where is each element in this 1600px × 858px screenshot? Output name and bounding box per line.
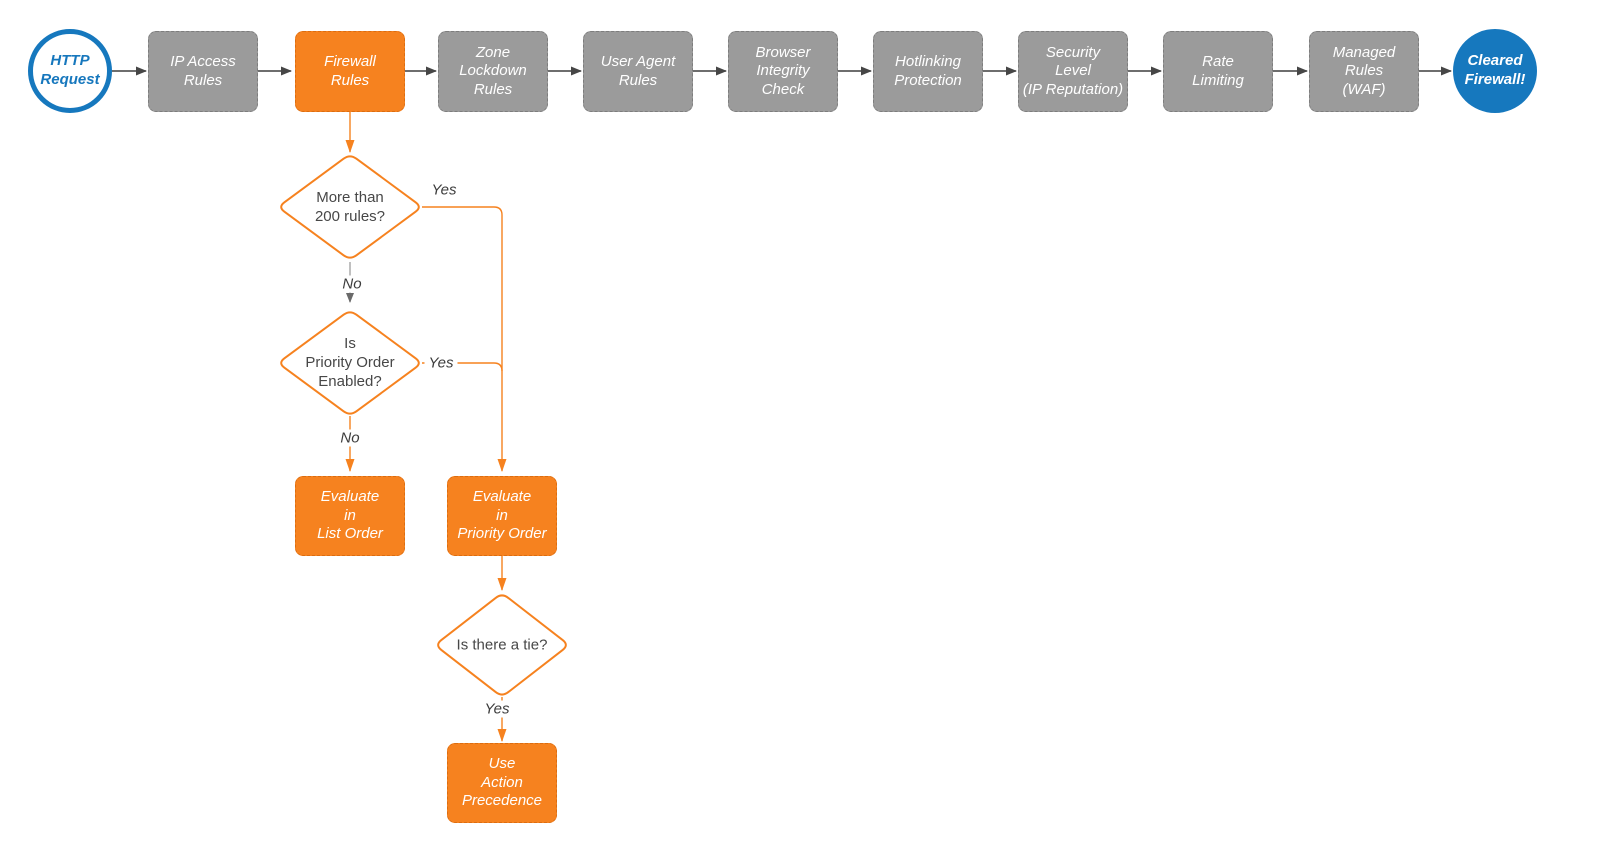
decision-more-than-200-rules-shape (280, 155, 420, 259)
stage-label: Browser Integrity Check (755, 44, 811, 98)
process-label: Evaluate in Priority Order (457, 487, 547, 543)
edge-label-decision2-no: No (336, 429, 364, 447)
process-evaluate-in-priority-order: Evaluate in Priority Order (447, 476, 557, 556)
edge-label-decision1-yes: Yes (431, 181, 457, 199)
edge-label-decision3-yes: Yes (480, 700, 514, 718)
decision-is-there-a-tie-question: Is there a tie? (456, 636, 548, 654)
arrow-decision2-yes-merge (422, 362, 503, 372)
process-use-action-precedence: Use Action Precedence (447, 743, 557, 823)
stage-zone-lockdown-rules: Zone Lockdown Rules (438, 31, 548, 112)
stage-hotlinking-protection: Hotlinking Protection (873, 31, 983, 112)
stage-browser-integrity-check: Browser Integrity Check (728, 31, 838, 112)
decision-priority-order-enabled-question: Is Priority Order Enabled? (305, 335, 395, 391)
stage-security-level-ip-reputation: Security Level (IP Reputation) (1018, 31, 1128, 112)
decision-priority-order-enabled-shape (280, 311, 420, 415)
arrow-decision1-yes-to-priority-order (422, 206, 507, 472)
process-label: Use Action Precedence (461, 754, 543, 810)
start-node-http-request: HTTP Request (28, 29, 112, 113)
process-label: Evaluate in List Order (317, 487, 383, 543)
end-node-label: Cleared Firewall! (1464, 52, 1526, 88)
process-evaluate-in-list-order: Evaluate in List Order (295, 476, 405, 556)
stage-label: Managed Rules (WAF) (1332, 44, 1396, 98)
decision-is-there-a-tie-shape (437, 594, 567, 696)
end-node-cleared-firewall: Cleared Firewall! (1453, 29, 1537, 113)
stage-rate-limiting: Rate Limiting (1163, 31, 1273, 112)
edge-label-decision2-yes: Yes (424, 354, 458, 372)
stage-managed-rules-waf: Managed Rules (WAF) (1309, 31, 1419, 112)
decision-more-than-200-rules-question: More than 200 rules? (314, 188, 386, 225)
stage-label: User Agent Rules (600, 53, 676, 89)
stage-firewall-rules: Firewall Rules (295, 31, 405, 112)
stage-ip-access-rules: IP Access Rules (148, 31, 258, 112)
stage-label: Security Level (IP Reputation) (1022, 44, 1124, 98)
stage-label: Rate Limiting (1192, 53, 1244, 89)
edge-label-decision1-no: No (338, 275, 366, 293)
stage-label: Hotlinking Protection (894, 53, 962, 89)
stage-label: IP Access Rules (170, 53, 236, 89)
stage-label: Zone Lockdown Rules (459, 44, 527, 98)
stage-user-agent-rules: User Agent Rules (583, 31, 693, 112)
stage-label: Firewall Rules (324, 53, 376, 89)
start-node-label: HTTP Request (40, 52, 100, 88)
